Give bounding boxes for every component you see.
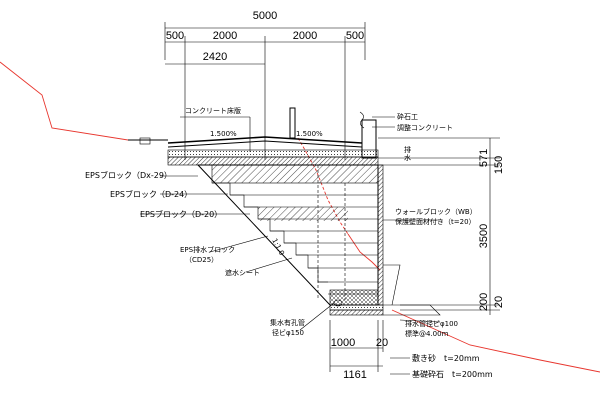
- label-base-stone: 基礎砕石 t=200mm: [412, 369, 493, 379]
- dim-seg-3: 2000: [293, 30, 317, 42]
- dim-1000: 1000: [331, 337, 355, 349]
- label-side-note-2: 水: [404, 153, 411, 162]
- label-eps-dx29: EPSブロック（Dx-29）: [85, 170, 172, 180]
- dim-3500: 3500: [478, 224, 490, 248]
- top-dimensions: 5000 500 2000 2000 500 2420: [164, 10, 366, 160]
- label-drain-pipe-1: 集水有孔管: [270, 318, 305, 327]
- label-drainage: 砕石工: [397, 112, 418, 121]
- dim-20: 20: [493, 296, 505, 308]
- dim-seg-4: 500: [346, 30, 364, 42]
- label-slope-left: 1.500%: [210, 130, 237, 138]
- dim-seg-1: 500: [166, 30, 184, 42]
- dim-200: 200: [478, 293, 490, 311]
- dim-total: 5000: [253, 10, 277, 22]
- dim-150: 150: [493, 156, 505, 174]
- label-eps-d24: EPSブロック（D-24）: [110, 189, 192, 199]
- label-adjust-concrete: 調整コンクリート: [397, 123, 453, 132]
- dim-b20: 20: [376, 337, 388, 349]
- label-side-note-1: 排: [404, 145, 411, 154]
- label-eps-cd25-2: （CD25）: [185, 256, 218, 264]
- label-eps-d20: EPSブロック（D-20）: [140, 209, 222, 219]
- dim-1161: 1161: [343, 369, 367, 381]
- label-eps-cd25-1: EPS排水ブロック: [180, 245, 235, 254]
- dim-seg-2: 2000: [213, 30, 237, 42]
- label-drain-pipe-r2: 標準@4.00m: [405, 329, 449, 338]
- road-slab: [128, 107, 379, 166]
- label-wall-block-1: ウォールブロック（WB）: [395, 207, 477, 216]
- label-slope-ratio: 1:1.0: [270, 237, 285, 257]
- bottom-dimensions: 1000 20 1161: [329, 320, 388, 381]
- dim-571: 571: [478, 149, 490, 167]
- label-wall-block-2: 保護壁面材付き（t=20）: [395, 217, 476, 226]
- annotation-labels: コンクリート床版 1.500% 1.500% 砕石工 調整コンクリート EPSブ…: [85, 106, 493, 379]
- eps-body: [196, 164, 401, 306]
- label-drain-pipe-r1: 排水管径ビφ100: [405, 319, 458, 328]
- label-waterproof-sheet: 遮水シート: [225, 268, 260, 277]
- label-sand: 敷き砂 t=20mm: [412, 353, 480, 363]
- label-drain-pipe-2: 径ビφ150: [272, 328, 304, 337]
- dim-sub: 2420: [203, 51, 227, 63]
- leader-lines: [140, 116, 441, 375]
- label-concrete-slab: コンクリート床版: [185, 106, 241, 115]
- right-dimensions: 571 150 3500 200 20: [378, 137, 505, 315]
- label-slope-right: 1.500%: [296, 130, 323, 138]
